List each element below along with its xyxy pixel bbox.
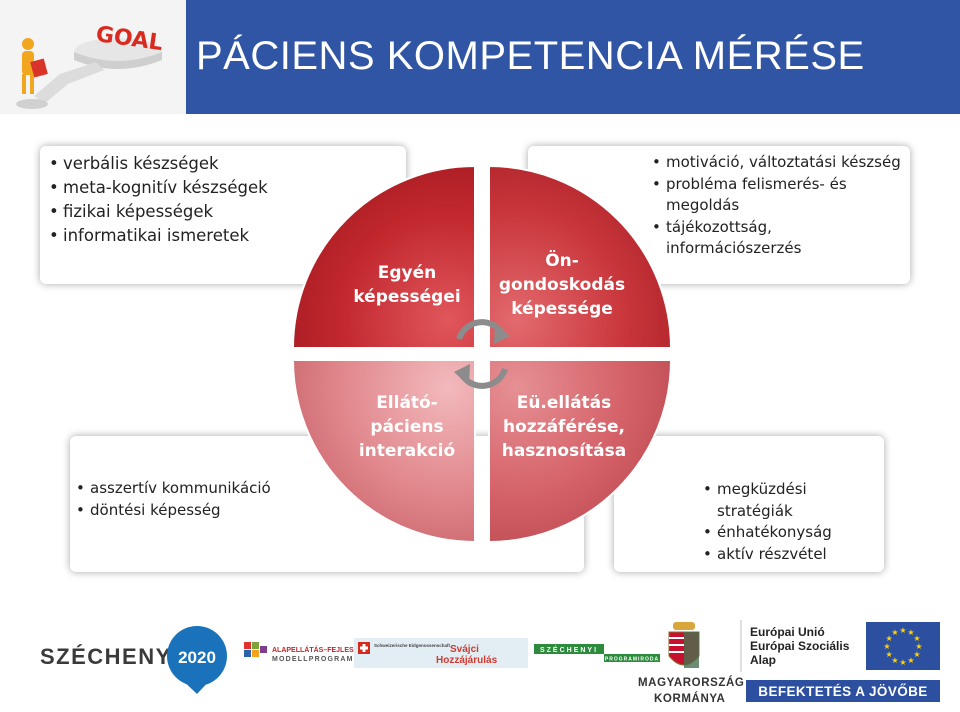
- list-item: tájékozottság,információszerzés: [652, 217, 901, 260]
- quadrant-label-bottom-right-2: hozzáférése,: [503, 417, 625, 437]
- government-line2: KORMÁNYA: [654, 692, 725, 705]
- eu-line3: Alap: [750, 653, 776, 667]
- eu-line1: Európai Unió: [750, 625, 825, 639]
- list-bottom-left: asszertív kommunikáció döntési képesség: [76, 478, 271, 521]
- government-line1: MAGYARORSZÁG: [638, 676, 744, 689]
- eu-star: ★: [883, 642, 890, 651]
- list-item: énhatékonyság: [703, 522, 832, 544]
- swiss-contribution-logo: Schweizerische Eidgenossenschaft Svájci …: [354, 638, 528, 668]
- header-logo-area: GOAL: [0, 0, 186, 114]
- svg-text:Svájci: Svájci: [450, 644, 479, 655]
- goal-illustration: GOAL: [16, 22, 164, 109]
- eu-star: ★: [891, 656, 898, 665]
- quadrant-label-bottom-right-3: hasznosítása: [502, 441, 627, 461]
- szechenyi-programiroda-logo: SZÉCHENYI PROGRAMIRODA: [534, 644, 660, 663]
- svg-text:ALAPELLÁTÁS–FEJLESZTÉSI: ALAPELLÁTÁS–FEJLESZTÉSI: [272, 645, 374, 654]
- list-item: fizikai képességek: [49, 200, 268, 224]
- quadrant-label-top-right-2: gondoskodás: [499, 275, 625, 295]
- quadrant-label-bottom-right-1: Eü.ellátás: [517, 393, 612, 413]
- list-item: meta-kognitív készségek: [49, 176, 268, 200]
- eu-star: ★: [913, 634, 920, 643]
- footer-logos: SZÉCHENYI 2020 ALAPELLÁTÁS–FEJLESZTÉSI M…: [40, 620, 940, 705]
- eu-star: ★: [886, 650, 893, 659]
- title-band: [186, 0, 960, 114]
- list-top-right: motiváció, változtatási készség probléma…: [652, 152, 901, 260]
- eu-star: ★: [891, 628, 898, 637]
- list-item: döntési képesség: [76, 500, 271, 522]
- eu-star: ★: [913, 650, 920, 659]
- list-top-left: verbális készségek meta-kognitív készség…: [49, 152, 268, 248]
- box-top-left: verbális készségek meta-kognitív készség…: [40, 146, 406, 284]
- svg-text:PROGRAMIRODA: PROGRAMIRODA: [605, 657, 659, 663]
- quadrant-label-top-left-2: képességei: [353, 287, 460, 307]
- quadrant-bottom-left: [291, 359, 476, 544]
- eu-star: ★: [907, 656, 914, 665]
- list-item: aktív részvétel: [703, 544, 832, 566]
- szechenyi-2020-logo: SZÉCHENYI 2020: [40, 626, 227, 694]
- list-item: motiváció, változtatási készség: [652, 152, 901, 174]
- quadrant-top-left: [291, 164, 476, 349]
- quadrant-bottom-right: [488, 359, 673, 544]
- svg-text:SZÉCHENYI: SZÉCHENYI: [40, 644, 179, 669]
- eu-star: ★: [899, 626, 906, 635]
- list-item: asszertív kommunikáció: [76, 478, 271, 500]
- eu-stars: ★★★★★★★★★★★★: [883, 626, 922, 667]
- eu-star: ★: [886, 634, 893, 643]
- eu-star: ★: [915, 642, 922, 651]
- eu-slogan: BEFEKTETÉS A JÖVŐBE: [758, 684, 927, 699]
- quadrant-label-bottom-left-1: Ellátó-: [376, 393, 438, 413]
- quadrant-label-top-left-1: Egyén: [378, 263, 437, 283]
- goal-path: [34, 62, 104, 104]
- eu-star: ★: [899, 658, 906, 667]
- quadrant-label-bottom-left-2: páciens: [370, 417, 443, 437]
- eu-star: ★: [907, 628, 914, 637]
- figure-head: [22, 38, 34, 50]
- svg-text:MODELLPROGRAM: MODELLPROGRAM: [272, 656, 354, 663]
- alapellatas-logo: ALAPELLÁTÁS–FEJLESZTÉSI MODELLPROGRAM: [244, 642, 374, 663]
- list-item: informatikai ismeretek: [49, 224, 268, 248]
- svg-text:SZÉCHENYI: SZÉCHENYI: [540, 645, 598, 654]
- quadrant-label-bottom-left-3: interakció: [359, 441, 455, 461]
- svg-text:Schweizerische Eidgenossenscha: Schweizerische Eidgenossenschaft: [374, 643, 451, 648]
- quadrant-label-top-right-1: Ön-: [545, 249, 579, 271]
- eu-flag-icon: [866, 622, 940, 670]
- cycle-arrows-icon: [454, 319, 510, 389]
- szechenyi-circle: [167, 626, 227, 686]
- puzzle-piece-icon: [30, 58, 48, 78]
- hungary-coat-of-arms-icon: [668, 622, 700, 668]
- figure-body: [22, 51, 34, 75]
- list-item: verbális készségek: [49, 152, 268, 176]
- quadrant-label-top-right-3: képessége: [511, 299, 613, 319]
- page-title: PÁCIENS KOMPETENCIA MÉRÉSE: [196, 34, 865, 78]
- svg-text:2020: 2020: [178, 648, 216, 667]
- eu-line2: Európai Szociális: [750, 639, 850, 653]
- quadrant-top-right: [488, 164, 673, 349]
- eu-slogan-bar: [746, 680, 940, 702]
- svg-text:Hozzájárulás: Hozzájárulás: [436, 655, 498, 666]
